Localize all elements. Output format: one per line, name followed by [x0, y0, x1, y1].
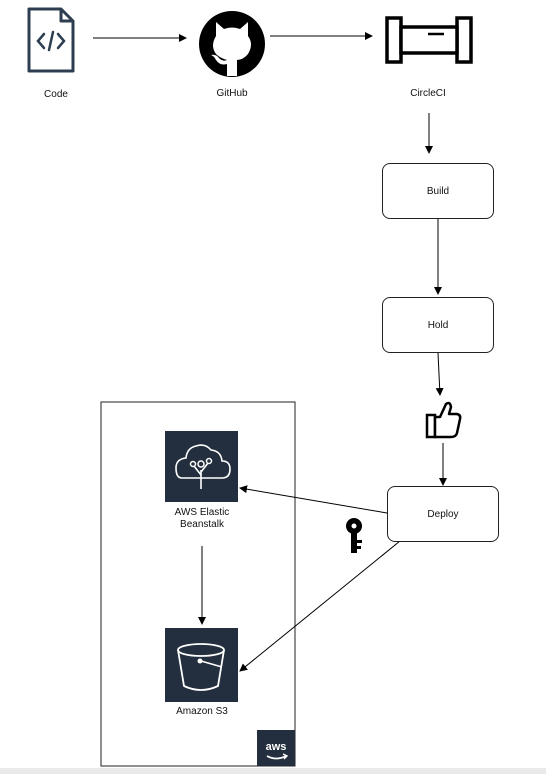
- hold-node[interactable]: Hold: [382, 297, 494, 353]
- bottom-strip: [0, 768, 546, 774]
- aws-group-box: [100, 401, 296, 767]
- s3-bucket-icon: [165, 628, 238, 702]
- elastic-beanstalk-icon: [165, 431, 238, 502]
- code-file-icon: [27, 7, 75, 73]
- hold-node-label: Hold: [427, 319, 449, 331]
- edge-deploy-beanstalk: [239, 485, 388, 514]
- pipe-icon: [385, 16, 473, 64]
- s3-label: Amazon S3: [176, 706, 228, 717]
- code-label: Code: [44, 89, 68, 100]
- deploy-node[interactable]: Deploy: [387, 486, 499, 542]
- build-node[interactable]: Build: [382, 163, 494, 219]
- edge-hold-approve: [435, 352, 444, 396]
- aws-badge-text: aws: [266, 741, 287, 753]
- aws-logo-icon: [257, 730, 295, 766]
- beanstalk-label: AWS Elastic Beanstalk: [174, 507, 230, 530]
- github-icon: [199, 11, 265, 77]
- build-node-label: Build: [426, 185, 450, 197]
- circleci-label: CircleCI: [410, 88, 446, 99]
- github-label: GitHub: [216, 88, 248, 99]
- thumbs-up-icon: [425, 401, 462, 439]
- key-icon: [346, 518, 362, 553]
- edge-deploy-s3: [239, 540, 401, 672]
- deploy-node-label: Deploy: [427, 508, 459, 520]
